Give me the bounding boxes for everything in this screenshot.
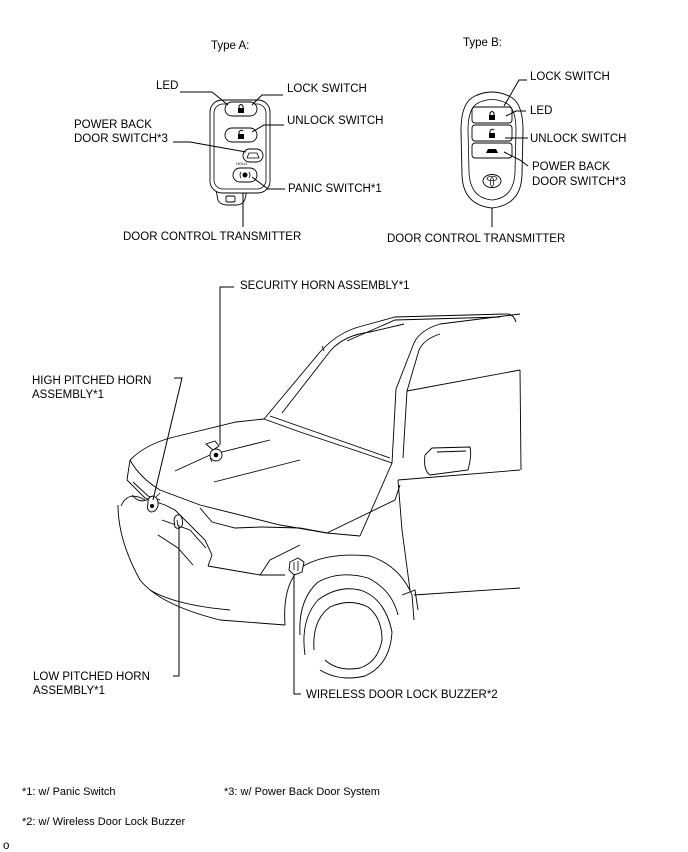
- panic-icon: [239, 171, 251, 179]
- type-a-power-back-door-button[interactable]: [242, 148, 264, 163]
- type-b-transmitter-label: DOOR CONTROL TRANSMITTER: [387, 233, 565, 245]
- type-b-unlock-button[interactable]: [471, 124, 513, 142]
- type-a-power-back-label-1: POWER BACK: [74, 119, 152, 131]
- power-back-door-icon: [246, 152, 260, 159]
- type-a-transmitter-label: DOOR CONTROL TRANSMITTER: [123, 231, 301, 243]
- wireless-door-lock-buzzer: [288, 557, 305, 576]
- type-a-section: Type A:: [74, 40, 383, 243]
- type-b-unlock-switch-label: UNLOCK SWITCH: [530, 133, 626, 145]
- high-pitched-horn-assembly: [146, 492, 161, 513]
- type-a-led-label: LED: [156, 80, 178, 92]
- footnote-3: *3: w/ Power Back Door System: [224, 786, 380, 798]
- type-b-power-back-label-2: DOOR SWITCH*3: [532, 176, 626, 188]
- type-a-lock-switch-label: LOCK SWITCH: [287, 83, 367, 95]
- type-a-panic-button[interactable]: [232, 167, 258, 183]
- low-horn-label-2: ASSEMBLY*1: [33, 685, 105, 697]
- lock-icon: [489, 111, 495, 120]
- type-b-transmitter: [460, 91, 524, 209]
- unlock-icon: [238, 129, 244, 139]
- type-a-title: Type A:: [211, 40, 249, 52]
- security-horn-label: SECURITY HORN ASSEMBLY*1: [240, 280, 410, 292]
- toyota-logo-icon: [482, 174, 502, 188]
- buzzer-label: WIRELESS DOOR LOCK BUZZER*2: [306, 689, 498, 701]
- type-b-lock-switch-label: LOCK SWITCH: [530, 71, 610, 83]
- type-a-power-back-label-2: DOOR SWITCH*3: [74, 133, 168, 145]
- high-horn-label-2: ASSEMBLY*1: [32, 389, 104, 401]
- low-pitched-horn-assembly: [173, 514, 184, 529]
- type-b-title: Type B:: [463, 37, 502, 49]
- vehicle-illustration: [117, 313, 522, 679]
- high-horn-label-1: HIGH PITCHED HORN: [32, 375, 151, 387]
- low-horn-label-1: LOW PITCHED HORN: [33, 671, 150, 683]
- power-back-door-icon: [486, 149, 498, 153]
- security-horn-assembly: [205, 440, 223, 463]
- type-b-power-back-label-1: POWER BACK: [532, 161, 610, 173]
- type-a-unlock-switch-label: UNLOCK SWITCH: [287, 115, 383, 127]
- type-a-hold-text: HOLD: [236, 161, 247, 166]
- lock-icon: [238, 104, 244, 113]
- unlock-icon: [489, 128, 495, 138]
- page-mark: o: [3, 840, 9, 852]
- type-b-led-label: LED: [530, 105, 552, 117]
- type-b-section: Type B:: [387, 37, 626, 245]
- footnotes: *1: w/ Panic Switch *3: w/ Power Back Do…: [3, 786, 380, 852]
- type-b-lock-button[interactable]: [471, 106, 513, 124]
- type-a-transmitter: HOLD: [209, 99, 271, 206]
- type-b-power-back-door-button[interactable]: [471, 142, 513, 159]
- type-a-panic-switch-label: PANIC SWITCH*1: [288, 183, 382, 195]
- type-a-lock-button[interactable]: [224, 101, 258, 117]
- footnote-2: *2: w/ Wireless Door Lock Buzzer: [22, 816, 186, 828]
- footnote-1: *1: w/ Panic Switch: [22, 786, 116, 798]
- type-a-unlock-button[interactable]: [224, 127, 258, 143]
